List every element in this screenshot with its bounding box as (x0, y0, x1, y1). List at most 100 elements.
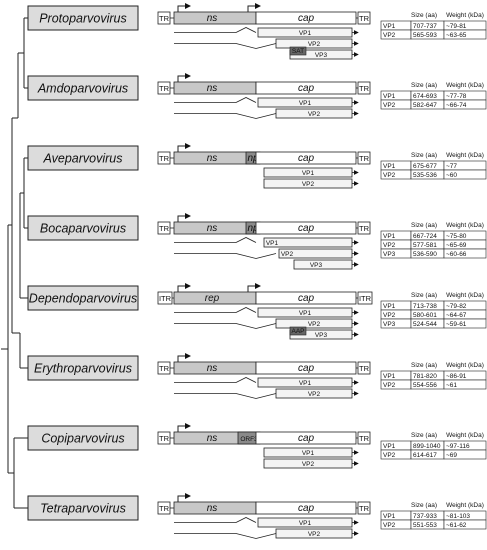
genus-box (27, 355, 139, 381)
ns-label: ns (207, 433, 218, 444)
vp-label-vp2: VP2 (308, 111, 321, 118)
genus-name: Copiparvovirus (41, 432, 124, 446)
table-header-weight: Weight (kDa) (446, 292, 484, 299)
ns-label: rep (205, 293, 220, 304)
table-header-size: Size (aa) (411, 502, 437, 509)
table-row-weight: ~63-65 (446, 32, 467, 39)
right-tr-box (357, 501, 371, 515)
np-label: np (247, 153, 259, 164)
table-row-size: 535-536 (413, 172, 437, 179)
cap-label: cap (298, 293, 315, 304)
small-protein-label: AAP (291, 328, 304, 335)
table-header-weight: Weight (kDa) (446, 82, 484, 89)
table-row-weight: ~69 (446, 452, 457, 459)
vp-label-vp1: VP1 (302, 170, 315, 177)
right-tr-label: TR (359, 434, 370, 443)
table-cell-weight (443, 29, 487, 40)
vp-label-vp1: VP1 (299, 520, 312, 527)
promoter-arrow-2 (247, 283, 261, 292)
table-row-size: 781-820 (413, 373, 437, 380)
right-tr-label: TR (359, 224, 370, 233)
right-tr-box (357, 81, 371, 95)
vp-label-vp3: VP3 (315, 332, 328, 339)
vp-label-vp3: VP3 (315, 52, 328, 59)
genus-name: Amdoparvovirus (37, 82, 128, 96)
table-row-name: VP1 (383, 233, 396, 240)
right-tr-label: TR (359, 14, 370, 23)
table-row-size: 580-601 (413, 312, 437, 319)
genus-box (27, 285, 139, 311)
table-row-size: 899-1040 (413, 443, 441, 450)
vp-label-vp2: VP2 (302, 181, 315, 188)
splice-junction-2 (235, 323, 277, 329)
table-row-name: VP1 (383, 23, 396, 30)
vp-label-vp1: VP1 (299, 30, 312, 37)
small-protein-label: SAT (292, 48, 304, 55)
splice-junction-1 (235, 377, 257, 383)
right-tr-box (357, 11, 371, 25)
table-cell-weight (443, 449, 487, 460)
vp-label-vp2: VP2 (308, 41, 321, 48)
table-row-size: 707-737 (413, 23, 437, 30)
table-row-weight: ~65-69 (446, 242, 467, 249)
vp-label-vp1: VP1 (302, 450, 315, 457)
right-tr-label: TR (359, 504, 370, 513)
table-row-weight: ~61-62 (446, 522, 467, 529)
table-row-name: VP2 (383, 382, 396, 389)
table-header-size: Size (aa) (411, 292, 437, 299)
table-row-name: VP1 (383, 93, 396, 100)
cap-label: cap (298, 153, 315, 164)
table-row-name: VP2 (383, 102, 396, 109)
genus-name: Dependoparvovirus (29, 292, 137, 306)
table-row-name: VP3 (383, 251, 396, 258)
table-row-name: VP1 (383, 373, 396, 380)
promoter-arrow-1 (177, 423, 191, 432)
table-row-name: VP2 (383, 522, 396, 529)
promoter-arrow-1 (177, 283, 191, 292)
table-row-size: 577-581 (413, 242, 437, 249)
genus-box (27, 495, 139, 521)
table-cell-weight (443, 169, 487, 180)
vp-label-vp1: VP1 (266, 240, 279, 247)
splice-junction-2 (235, 253, 277, 259)
left-tr-label: TR (159, 154, 170, 163)
vp-label-vp1: VP1 (299, 380, 312, 387)
splice-junction-2 (235, 43, 277, 49)
genus-box (27, 75, 139, 101)
table-row-size: 536-590 (413, 251, 437, 258)
table-header-size: Size (aa) (411, 12, 437, 19)
table-row-weight: ~75-80 (446, 233, 467, 240)
ns-label: ns (207, 13, 218, 24)
table-header-size: Size (aa) (411, 432, 437, 439)
table-row-name: VP2 (383, 242, 396, 249)
table-row-weight: ~79-81 (446, 23, 467, 30)
table-header-weight: Weight (kDa) (446, 362, 484, 369)
table-row-name: VP1 (383, 303, 396, 310)
table-header-weight: Weight (kDa) (446, 152, 484, 159)
right-tr-box (357, 361, 371, 375)
small-protein-box (289, 326, 307, 336)
right-tr-box (357, 291, 373, 305)
left-tr-label: TR (159, 504, 170, 513)
table-row-size: 675-677 (413, 163, 437, 170)
vp-label-vp1: VP1 (299, 310, 312, 317)
promoter-arrow-1 (177, 73, 191, 82)
promoter-arrow-1 (177, 213, 191, 222)
table-header-weight: Weight (kDa) (446, 12, 484, 19)
splice-junction-1 (235, 237, 257, 243)
table-cell-weight (443, 99, 487, 110)
genus-name: Erythroparvovirus (34, 362, 132, 376)
table-row-size: 667-724 (413, 233, 437, 240)
table-row-weight: ~66-74 (446, 102, 467, 109)
genus-name: Aveparvovirus (43, 152, 123, 166)
splice-junction-2 (235, 113, 277, 119)
table-cell-weight (443, 248, 487, 259)
cap-label: cap (298, 223, 315, 234)
table-row-size: 614-617 (413, 452, 437, 459)
right-tr-box (357, 431, 371, 445)
vp-label-vp2: VP2 (308, 321, 321, 328)
vp-label-vp2: VP2 (281, 251, 294, 258)
